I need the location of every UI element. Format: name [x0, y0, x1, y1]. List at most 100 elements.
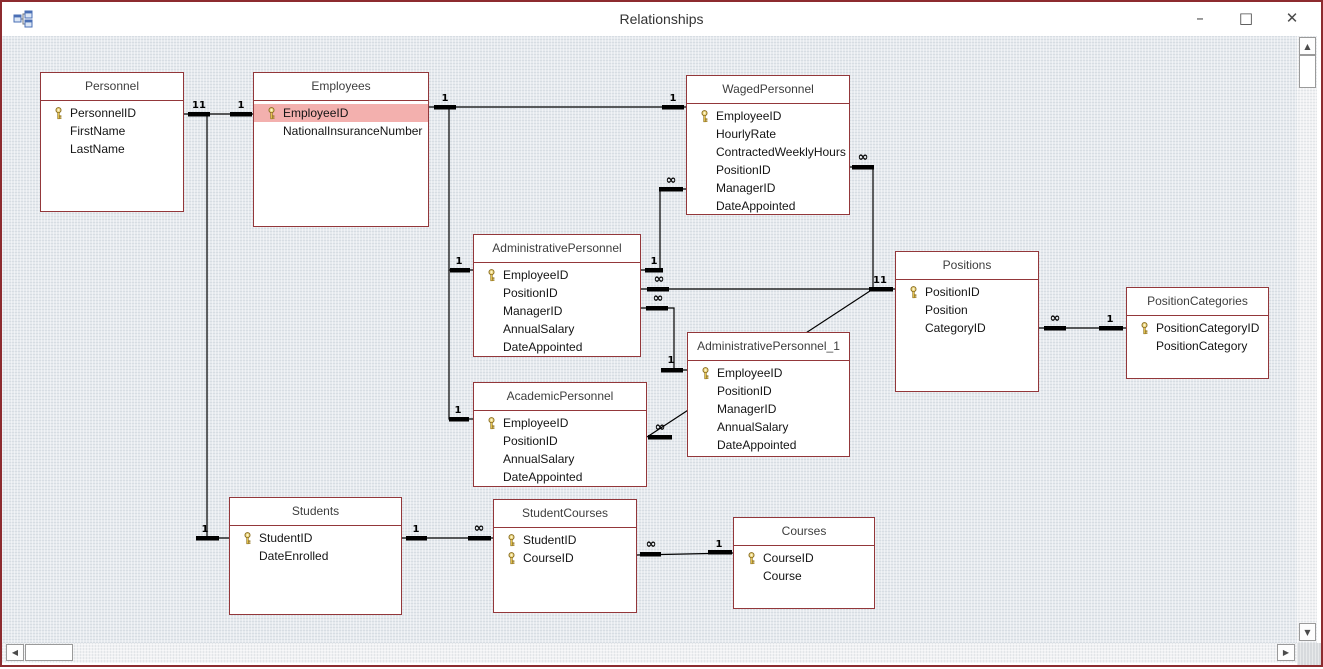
field-Positions-CategoryID[interactable]: CategoryID: [896, 319, 1038, 337]
field-AdministrativePersonnel_1-AnnualSalary[interactable]: AnnualSalary: [688, 418, 849, 436]
primary-key-icon: [53, 106, 70, 120]
field-AcademicPersonnel-AnnualSalary[interactable]: AnnualSalary: [474, 450, 646, 468]
field-name: FirstName: [70, 124, 126, 138]
field-name: DateEnrolled: [259, 549, 329, 563]
field-Employees-EmployeeID[interactable]: EmployeeID: [254, 104, 428, 122]
field-AcademicPersonnel-EmployeeID[interactable]: EmployeeID: [474, 414, 646, 432]
scroll-up-icon[interactable]: ▲: [1299, 37, 1316, 55]
field-AdministrativePersonnel_1-PositionID[interactable]: PositionID: [688, 382, 849, 400]
primary-key-icon: [266, 106, 283, 120]
field-name: CourseID: [523, 551, 574, 565]
table-title-PositionCategories[interactable]: PositionCategories: [1127, 288, 1268, 316]
window-titlebar[interactable]: Relationships – □ ✕: [2, 2, 1321, 36]
vertical-scroll-thumb[interactable]: [1299, 55, 1316, 88]
table-title-Students[interactable]: Students: [230, 498, 401, 526]
relationships-design-surface[interactable]: [2, 36, 1297, 643]
scroll-right-icon[interactable]: ▶: [1277, 644, 1295, 661]
field-AdministrativePersonnel-DateAppointed[interactable]: DateAppointed: [474, 338, 640, 356]
field-AdministrativePersonnel-AnnualSalary[interactable]: AnnualSalary: [474, 320, 640, 338]
table-field-list: StudentID CourseID: [494, 528, 636, 567]
primary-key-icon: [506, 551, 523, 565]
horizontal-scrollbar[interactable]: ◀ ▶: [2, 643, 1297, 663]
field-Students-StudentID[interactable]: StudentID: [230, 529, 401, 547]
field-Personnel-PersonnelID[interactable]: PersonnelID: [41, 104, 183, 122]
maximize-button[interactable]: □: [1238, 9, 1254, 27]
close-button[interactable]: ✕: [1285, 9, 1299, 27]
table-field-list: CourseID Course: [734, 546, 874, 585]
table-title-Positions[interactable]: Positions: [896, 252, 1038, 280]
field-Employees-NationalInsuranceNumber[interactable]: NationalInsuranceNumber: [254, 122, 428, 140]
table-title-WagedPersonnel[interactable]: WagedPersonnel: [687, 76, 849, 104]
field-name: PositionID: [717, 384, 772, 398]
field-AdministrativePersonnel_1-ManagerID[interactable]: ManagerID: [688, 400, 849, 418]
relationships-app-icon[interactable]: [13, 10, 35, 29]
table-title-AcademicPersonnel[interactable]: AcademicPersonnel: [474, 383, 646, 411]
table-title-Courses[interactable]: Courses: [734, 518, 874, 546]
table-field-list: EmployeeID NationalInsuranceNumber: [254, 101, 428, 140]
field-AdministrativePersonnel-ManagerID[interactable]: ManagerID: [474, 302, 640, 320]
field-name: StudentID: [259, 531, 313, 545]
scroll-down-icon[interactable]: ▼: [1299, 623, 1316, 641]
field-name: AnnualSalary: [503, 452, 575, 466]
field-WagedPersonnel-HourlyRate[interactable]: HourlyRate: [687, 125, 849, 143]
primary-key-icon: [242, 531, 259, 545]
field-AdministrativePersonnel_1-DateAppointed[interactable]: DateAppointed: [688, 436, 849, 454]
horizontal-scroll-thumb[interactable]: [25, 644, 73, 661]
field-StudentCourses-CourseID[interactable]: CourseID: [494, 549, 636, 567]
field-Positions-Position[interactable]: Position: [896, 301, 1038, 319]
field-WagedPersonnel-PositionID[interactable]: PositionID: [687, 161, 849, 179]
field-Students-DateEnrolled[interactable]: DateEnrolled: [230, 547, 401, 565]
field-name: EmployeeID: [283, 106, 349, 120]
field-name: CourseID: [763, 551, 814, 565]
field-Courses-Course[interactable]: Course: [734, 567, 874, 585]
table-title-AdministrativePersonnel[interactable]: AdministrativePersonnel: [474, 235, 640, 263]
field-PositionCategories-PositionCategory[interactable]: PositionCategory: [1127, 337, 1268, 355]
field-AdministrativePersonnel-PositionID[interactable]: PositionID: [474, 284, 640, 302]
table-title-Personnel[interactable]: Personnel: [41, 73, 183, 101]
field-AcademicPersonnel-DateAppointed[interactable]: DateAppointed: [474, 468, 646, 486]
table-title-AdministrativePersonnel_1[interactable]: AdministrativePersonnel_1: [688, 333, 849, 361]
field-WagedPersonnel-ManagerID[interactable]: ManagerID: [687, 179, 849, 197]
field-WagedPersonnel-EmployeeID[interactable]: EmployeeID: [687, 107, 849, 125]
field-AcademicPersonnel-PositionID[interactable]: PositionID: [474, 432, 646, 450]
field-WagedPersonnel-ContractedWeeklyHours[interactable]: ContractedWeeklyHours: [687, 143, 849, 161]
scroll-left-icon[interactable]: ◀: [6, 644, 24, 661]
field-name: EmployeeID: [503, 416, 569, 430]
field-PositionCategories-PositionCategoryID[interactable]: PositionCategoryID: [1127, 319, 1268, 337]
minimize-button[interactable]: –: [1196, 9, 1204, 27]
field-StudentCourses-StudentID[interactable]: StudentID: [494, 531, 636, 549]
field-name: CategoryID: [925, 321, 986, 335]
field-WagedPersonnel-DateAppointed[interactable]: DateAppointed: [687, 197, 849, 215]
vertical-scrollbar[interactable]: ▲ ▼: [1297, 36, 1317, 643]
field-AdministrativePersonnel_1-EmployeeID[interactable]: EmployeeID: [688, 364, 849, 382]
field-AdministrativePersonnel-EmployeeID[interactable]: EmployeeID: [474, 266, 640, 284]
field-name: PositionID: [503, 286, 558, 300]
field-Personnel-FirstName[interactable]: FirstName: [41, 122, 183, 140]
field-name: DateAppointed: [716, 199, 796, 213]
primary-key-icon: [486, 416, 503, 430]
table-title-Employees[interactable]: Employees: [254, 73, 428, 101]
field-name: PositionID: [925, 285, 980, 299]
field-Positions-PositionID[interactable]: PositionID: [896, 283, 1038, 301]
window-controls: – □ ✕: [1177, 2, 1315, 36]
field-Courses-CourseID[interactable]: CourseID: [734, 549, 874, 567]
table-title-StudentCourses[interactable]: StudentCourses: [494, 500, 636, 528]
field-name: DateAppointed: [717, 438, 797, 452]
field-Personnel-LastName[interactable]: LastName: [41, 140, 183, 158]
